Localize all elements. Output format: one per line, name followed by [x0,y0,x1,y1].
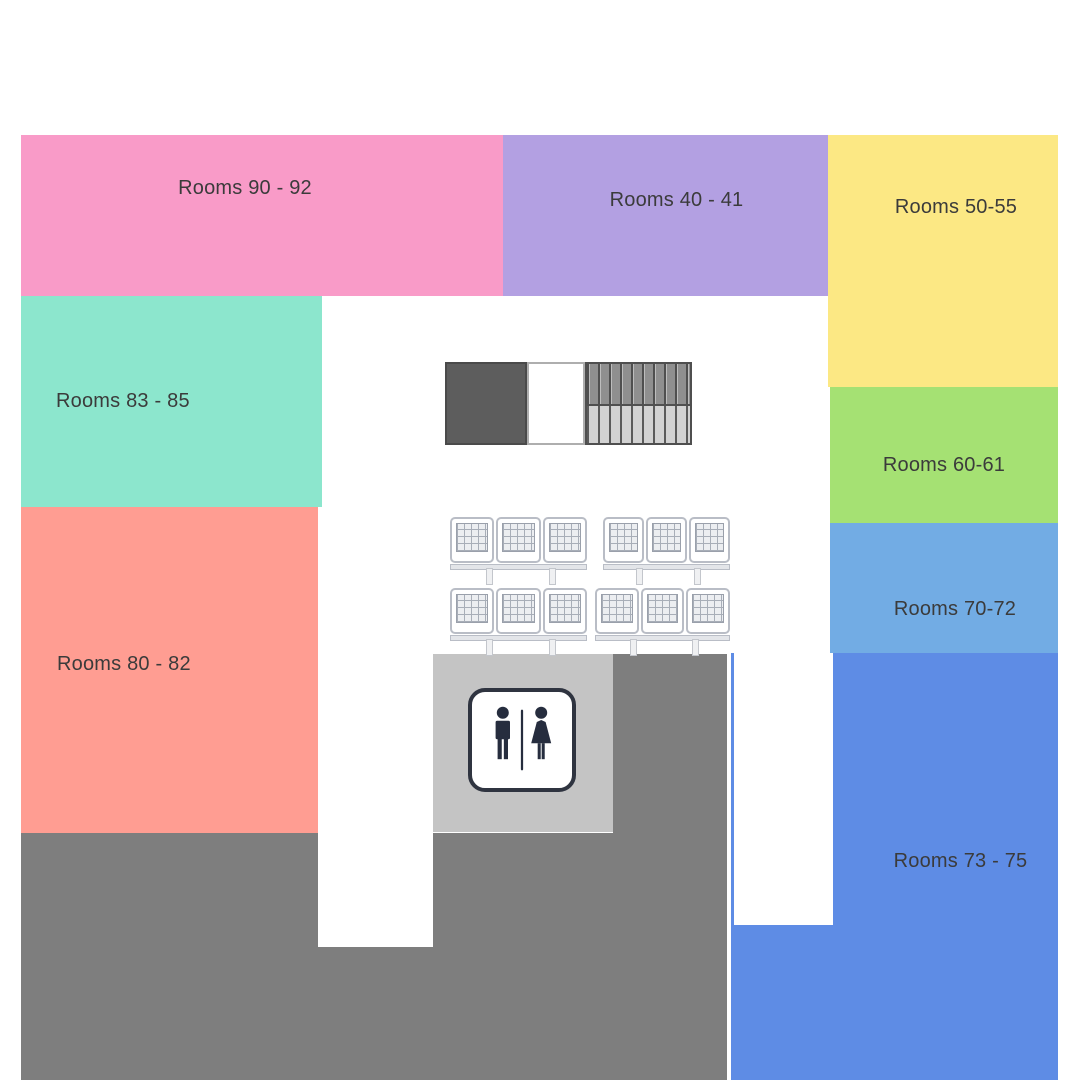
bench-leg [485,568,493,585]
room-label-50-55: Rooms 50-55 [894,196,1018,218]
seat-icon [450,517,495,563]
room-label-70-72: Rooms 70-72 [893,598,1017,620]
bench-leg [485,639,493,656]
room-label-80-82: Rooms 80 - 82 [57,652,191,675]
bench-rail [603,564,730,570]
bench-leg [548,639,556,656]
seat-icon [595,588,639,634]
seat-icon [640,588,685,634]
gray-area-bottom-left [21,833,318,1080]
seat-icon [450,588,495,634]
room-block-70-72: Rooms 70-72 [830,523,1058,653]
seat-icon [689,517,730,563]
stairs-landing-dark [445,362,527,445]
restroom-sign-icon [495,706,552,771]
restroom-sign [468,688,576,792]
room-block-80-82: Rooms 80 - 82 [21,507,318,833]
room-block-60-61: Rooms 60-61 [830,387,1058,523]
female-icon [531,706,552,760]
bench-row2-right [595,588,731,656]
room-label-60-61: Rooms 60-61 [882,454,1006,476]
room-block-73-75: Rooms 73 - 75 [731,653,1058,1080]
bench-rail [450,635,587,641]
stairs-treads-lower [587,405,690,443]
gray-area-restroom-side [613,654,727,833]
room-label-90-92: Rooms 90 - 92 [178,177,312,199]
stairs-treads [585,362,692,445]
male-icon [495,706,510,760]
stairs-icon [445,362,692,445]
bench-leg [636,568,644,585]
bench-rail [595,635,730,641]
bench-leg [630,639,638,656]
room-block-40-41: Rooms 40 - 41 [503,135,828,296]
seat-icon [542,588,587,634]
room-block-90-92: Rooms 90 - 92 [21,135,503,296]
seat-icon [496,588,541,634]
bench-leg [548,568,556,585]
gray-area-bottom-mid [318,947,433,1080]
stairs-landing-white [527,362,585,445]
bench-rail [450,564,587,570]
room-label-83-85: Rooms 83 - 85 [56,390,190,412]
room-block-50-55: Rooms 50-55 [828,135,1058,387]
bench-leg [692,639,700,656]
bench-row1-left [450,517,587,585]
bench-row1-right [603,517,730,585]
gray-area-bottom-right [433,833,727,1080]
seat-icon [686,588,731,634]
stairs-treads-upper [587,364,690,406]
room-label-73-75: Rooms 73 - 75 [893,850,1028,872]
sign-divider [520,709,524,771]
room-block-83-85: Rooms 83 - 85 [21,296,322,507]
seat-icon [646,517,687,563]
room-label-40-41: Rooms 40 - 41 [609,189,744,211]
bench-row2-left [450,588,587,656]
seat-icon [542,517,587,563]
seat-icon [603,517,644,563]
corridor-notch [734,653,833,925]
bench-leg [694,568,702,585]
seat-icon [496,517,541,563]
